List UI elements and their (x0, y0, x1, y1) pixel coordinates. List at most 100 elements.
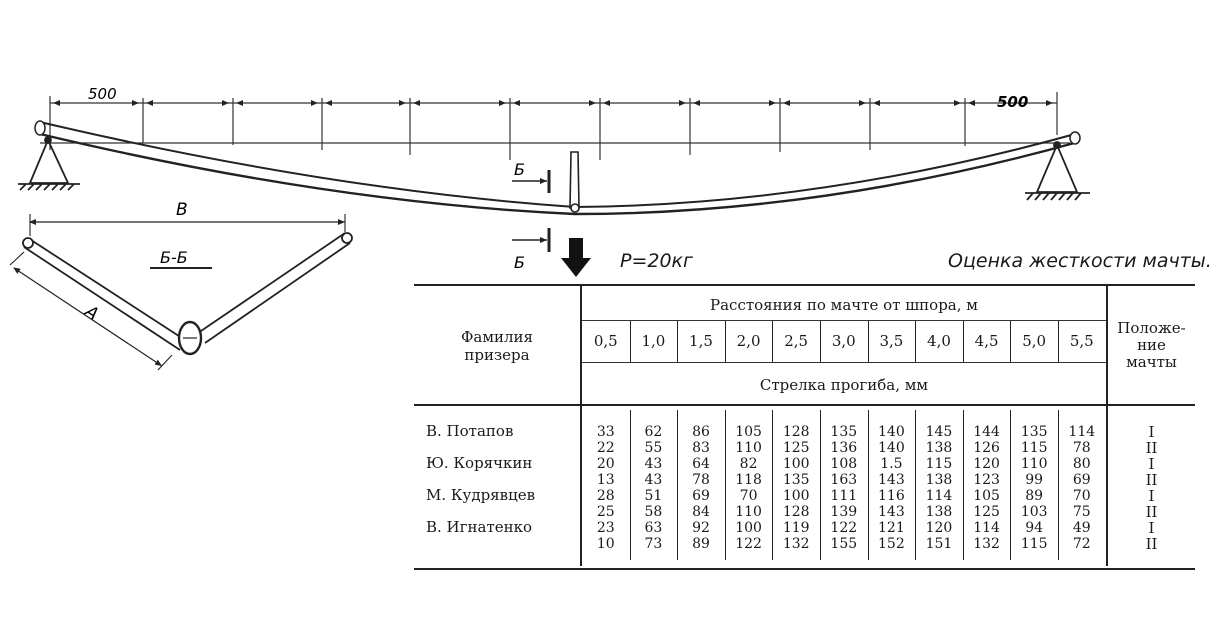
deflection-value: 23 (596, 520, 615, 536)
dimension-chain (49, 92, 1058, 160)
deflection-value: 72 (1072, 536, 1091, 552)
deflection-header: Стрелка прогиба, мм (759, 376, 929, 394)
deflection-value: 135 (830, 424, 858, 440)
deflection-value: 114 (925, 488, 953, 504)
mast-position-value: II (1145, 471, 1158, 489)
deflection-value: 63 (644, 520, 663, 536)
value-col-divider (772, 410, 774, 560)
left-support (18, 136, 80, 191)
table-divider-name (580, 284, 582, 404)
distance-col-divider (677, 321, 679, 362)
deflection-value: 116 (878, 488, 905, 504)
value-col-divider (962, 410, 964, 560)
deflection-value: 163 (830, 472, 858, 488)
deflection-value: 1.5 (880, 456, 903, 472)
deflection-value: 139 (830, 504, 858, 520)
deflection-value: 132 (782, 536, 810, 552)
deflection-value: 115 (1020, 536, 1048, 552)
deflection-value: 58 (644, 504, 663, 520)
deflection-value: 78 (692, 472, 710, 488)
deflection-value: 89 (692, 536, 710, 552)
distance-col-divider (724, 321, 726, 362)
deflection-value: 103 (1020, 504, 1048, 520)
deflection-value: 105 (735, 424, 762, 440)
distance-cell: 4,0 (927, 332, 951, 350)
deflection-value: 123 (973, 472, 1000, 488)
deflection-value: 136 (830, 440, 858, 456)
distance-col-divider (1010, 321, 1012, 362)
value-col-divider (820, 410, 821, 560)
deflection-value: 62 (644, 424, 663, 440)
cut-label-top: Б (514, 160, 525, 179)
distance-cell: 0,5 (593, 332, 618, 350)
deflection-value: 100 (782, 488, 810, 504)
deflection-value: 128 (782, 504, 810, 520)
deflection-value: 51 (644, 488, 663, 504)
deflection-value: 138 (925, 504, 953, 520)
position-header: Положе- ние мачты (1117, 319, 1186, 371)
dim-right-label: 500 (997, 93, 1028, 111)
right-support (1025, 141, 1090, 201)
mast-position-value: I (1148, 423, 1155, 441)
distance-header: Расстояния по мачте от шпора, м (710, 296, 978, 314)
deflection-value: 25 (596, 504, 615, 520)
deflection-value: 78 (1072, 440, 1091, 456)
deflection-value: 111 (830, 488, 858, 504)
deflection-value: 143 (878, 472, 905, 488)
competitor-name: М. Кудрявцев (426, 486, 536, 504)
distance-cell: 5,0 (1022, 332, 1047, 350)
mast-position-value: I (1148, 455, 1155, 473)
distance-col-divider (867, 321, 869, 362)
deflection-value: 108 (830, 456, 858, 472)
deflection-value: 43 (644, 456, 663, 472)
deflection-value: 122 (830, 520, 858, 536)
deflection-value: 94 (1025, 520, 1044, 536)
deflection-value: 119 (782, 520, 810, 536)
distance-col-divider (962, 321, 964, 362)
deflection-value: 122 (735, 536, 762, 552)
position-col-divider (1106, 406, 1108, 566)
deflection-value: 20 (596, 456, 615, 472)
section-view (9, 214, 353, 371)
value-col-divider (724, 410, 726, 560)
distance-col-divider (1058, 321, 1059, 362)
value-col-divider (1010, 410, 1012, 560)
mast-position-value: II (1145, 439, 1158, 457)
deflection-value: 92 (692, 520, 710, 536)
deflection-value: 155 (830, 536, 858, 552)
mast-position-value: II (1145, 503, 1158, 521)
table-rule-bottom (414, 568, 1195, 570)
distance-col-divider (772, 321, 774, 362)
deflection-value: 28 (596, 488, 615, 504)
value-col-divider (677, 410, 679, 560)
mast-position-value: I (1148, 519, 1155, 537)
distance-col-divider (820, 321, 821, 362)
deflection-value: 152 (878, 536, 905, 552)
deflection-value: 135 (1020, 424, 1048, 440)
table-rule-top (414, 284, 1195, 286)
load-label: P=20кг (620, 250, 694, 272)
deflection-value: 13 (596, 472, 615, 488)
deflection-value: 82 (739, 456, 758, 472)
deflection-value: 105 (973, 488, 1000, 504)
distance-cell: 1,5 (689, 332, 713, 350)
value-col-divider (915, 410, 917, 560)
name-col-divider (580, 406, 582, 566)
table-divider-position (1106, 284, 1108, 404)
deflection-value: 100 (735, 520, 762, 536)
deflection-value: 144 (973, 424, 1000, 440)
deflection-value: 140 (878, 424, 905, 440)
deflection-value: 145 (925, 424, 953, 440)
deflection-value: 138 (925, 472, 953, 488)
deflection-value: 151 (925, 536, 953, 552)
value-col-divider (1058, 410, 1059, 560)
distance-cell: 3,5 (879, 332, 904, 350)
distance-cell: 2,5 (784, 332, 809, 350)
deflection-value: 100 (782, 456, 810, 472)
deflection-value: 43 (644, 472, 663, 488)
distance-cell: 1,0 (641, 332, 666, 350)
deflection-value: 55 (644, 440, 663, 456)
dim-b-label: В (176, 200, 188, 220)
deflection-table: Фамилия призера Расстояния по мачте от ш… (414, 284, 1195, 570)
deflection-value: 128 (782, 424, 810, 440)
